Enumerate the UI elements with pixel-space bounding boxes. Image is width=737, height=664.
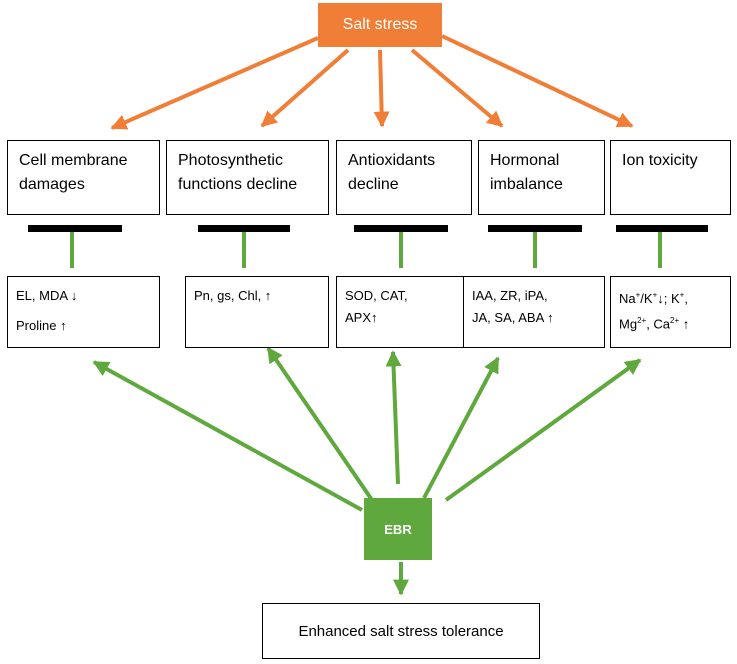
- category-label: Photosynthetic: [178, 152, 283, 169]
- effect-label: Mg2+, Ca2+ ↑: [619, 316, 690, 332]
- category-photosynthetic: Photosynthetic functions decline: [166, 140, 329, 215]
- effect-label: Proline ↑: [16, 318, 67, 333]
- category-antioxidants: Antioxidants decline: [336, 140, 472, 215]
- category-label: damages: [19, 176, 85, 193]
- effect-photosynthetic: Pn, gs, Chl, ↑: [185, 276, 329, 348]
- outcome-label: Enhanced salt stress tolerance: [298, 622, 504, 640]
- category-label: imbalance: [490, 176, 563, 193]
- ebr-label: EBR: [384, 521, 412, 537]
- arrow-salt-to-antioxidants: [373, 49, 390, 128]
- effect-ion-toxicity: Na+/K+↓; K+, Mg2+, Ca2+ ↑: [610, 276, 731, 348]
- effect-label: Pn, gs, Chl, ↑: [194, 288, 272, 303]
- effect-label: Na+/K+↓; K+,: [619, 291, 688, 307]
- effect-label: JA, SA, ABA ↑: [472, 310, 554, 325]
- effect-hormonal: IAA, ZR, iPA, JA, SA, ABA ↑: [463, 276, 605, 348]
- category-label: Antioxidants: [348, 152, 436, 169]
- category-hormonal: Hormonal imbalance: [478, 140, 605, 215]
- arrow-salt-to-ion-toxicity: [441, 34, 634, 128]
- category-label: decline: [348, 176, 399, 193]
- category-cell-membrane: Cell membrane damages: [7, 140, 160, 215]
- arrow-ebr-to-effect-5: [444, 358, 642, 502]
- effect-label: IAA, ZR, iPA,: [472, 288, 548, 303]
- salt-stress-label: Salt stress: [342, 16, 418, 33]
- arrow-ebr-to-effect-1: [92, 360, 363, 512]
- arrow-ebr-to-effect-3: [385, 350, 402, 485]
- arrow-ebr-to-effect-2: [266, 346, 374, 502]
- effect-label: APX↑: [345, 310, 378, 325]
- effect-antioxidants: SOD, CAT, APX↑: [336, 276, 472, 348]
- inhibit-bar-1: [28, 225, 122, 232]
- effect-cell-membrane: EL, MDA ↓ Proline ↑: [7, 276, 160, 348]
- arrow-ebr-to-effect-4: [422, 356, 500, 499]
- outcome-box: Enhanced salt stress tolerance: [262, 603, 540, 659]
- salt-stress-box: Salt stress: [318, 3, 442, 47]
- arrow-salt-to-hormonal: [410, 48, 504, 128]
- inhibit-bar-4: [488, 225, 582, 232]
- arrow-salt-to-cell-membrane: [110, 36, 319, 130]
- effect-label: EL, MDA ↓: [16, 288, 78, 303]
- ebr-box: EBR: [364, 498, 432, 560]
- inhibit-bar-3: [354, 225, 448, 232]
- category-label: Cell membrane: [19, 152, 128, 169]
- category-label: Hormonal: [490, 152, 560, 169]
- arrow-salt-to-photosynthetic: [260, 48, 350, 128]
- category-ion-toxicity: Ion toxicity: [610, 140, 731, 215]
- effect-label: SOD, CAT,: [345, 288, 408, 303]
- inhibit-bar-2: [198, 225, 290, 232]
- category-label: Ion toxicity: [622, 152, 698, 169]
- category-label: functions decline: [178, 176, 298, 193]
- inhibit-bar-5: [616, 225, 708, 232]
